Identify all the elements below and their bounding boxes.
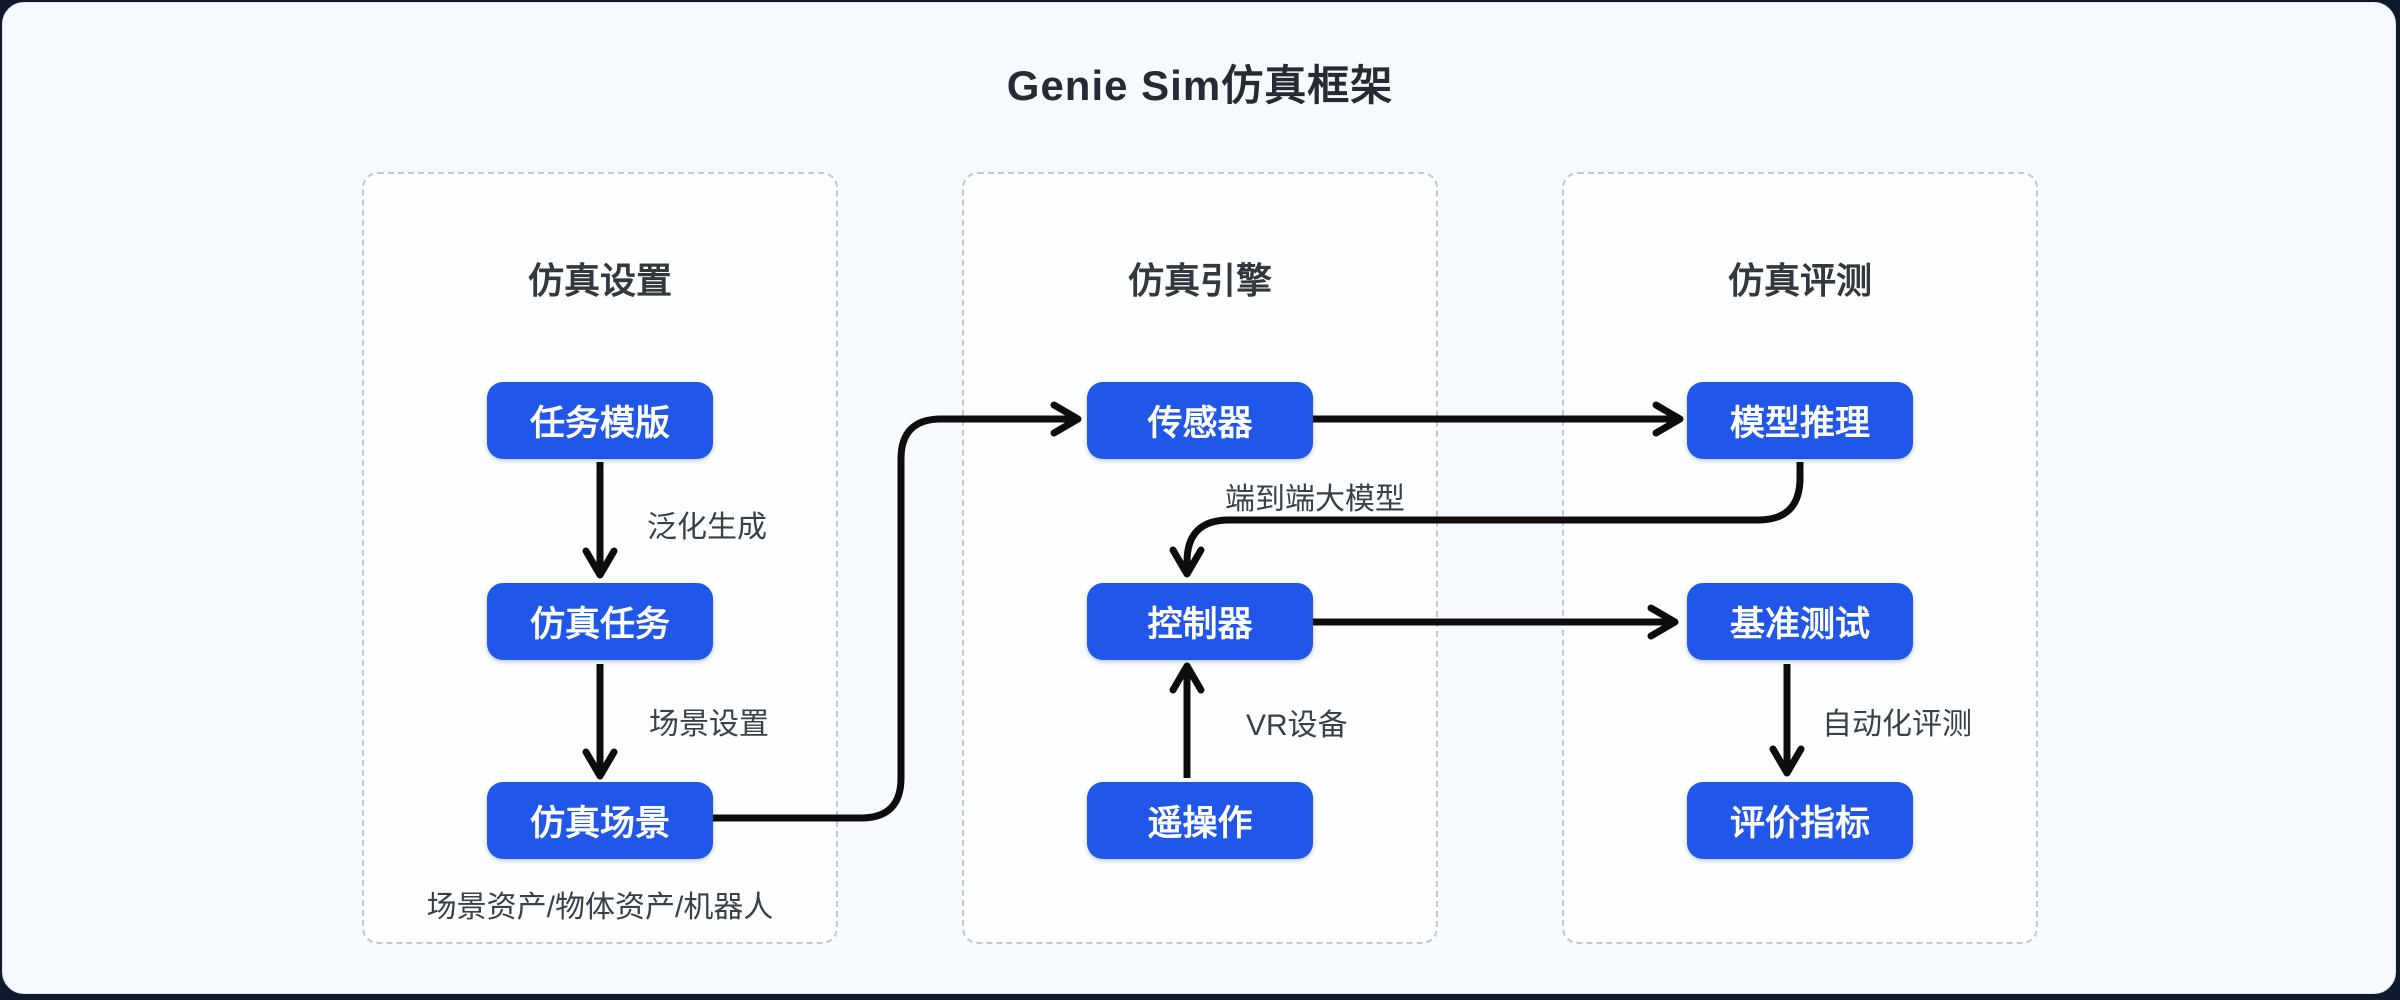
- node-benchmark-test: 基准测试: [1687, 583, 1913, 660]
- edge-label-auto-eval: 自动化评测: [1822, 708, 1972, 741]
- column-title-simulation-engine: 仿真引擎: [1127, 260, 1272, 301]
- column-title-simulation-evaluation: 仿真评测: [1727, 260, 1872, 301]
- node-model-inference: 模型推理: [1687, 382, 1913, 459]
- scene-assets-footnote: 场景资产/物体资产/机器人: [426, 891, 774, 924]
- node-teleoperation: 遥操作: [1087, 782, 1313, 859]
- node-simulation-scene: 仿真场景: [487, 782, 713, 859]
- diagram-title: Genie Sim仿真框架: [1006, 62, 1394, 109]
- edge-label-vr-device: VR设备: [1246, 709, 1348, 742]
- node-evaluation-metrics: 评价指标: [1687, 782, 1913, 859]
- edge-label-e2e-model: 端到端大模型: [1225, 483, 1405, 516]
- column-title-simulation-setup: 仿真设置: [527, 260, 672, 301]
- node-sensor: 传感器: [1087, 382, 1313, 459]
- node-task-template: 任务模版: [487, 382, 713, 459]
- node-simulation-task: 仿真任务: [487, 583, 713, 660]
- node-controller: 控制器: [1087, 583, 1313, 660]
- edge-label-generalization: 泛化生成: [647, 511, 767, 544]
- edge-label-scene-setup: 场景设置: [649, 708, 769, 741]
